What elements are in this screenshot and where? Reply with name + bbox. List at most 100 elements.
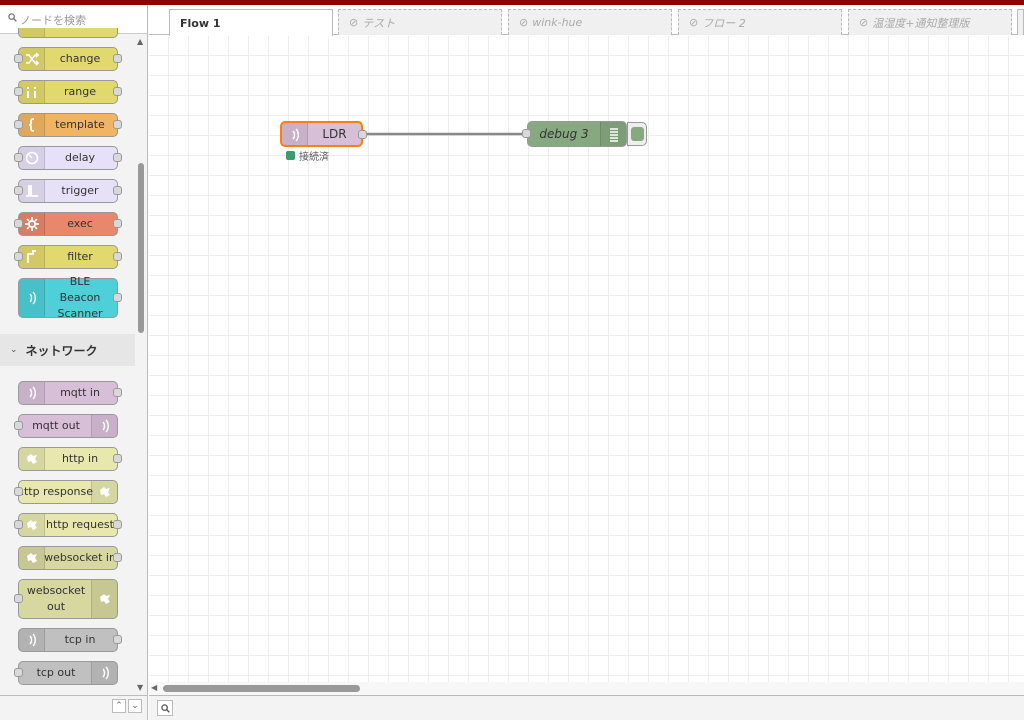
node-icon-box — [19, 514, 45, 536]
palette-node-websocket-out[interactable]: websocket out — [14, 579, 118, 619]
node-label: websocket out — [26, 584, 86, 613]
input-port — [14, 54, 23, 63]
tab-flow-2[interactable]: ⊘ フロー 2 — [678, 9, 842, 35]
scroll-up-arrow-icon[interactable]: ▲ — [137, 37, 144, 46]
output-port — [113, 186, 122, 195]
palette-node-http-request[interactable]: http request — [14, 513, 122, 537]
palette-node-template[interactable]: template — [14, 113, 122, 137]
palette-node-delay[interactable]: delay — [14, 146, 122, 170]
scroll-left-arrow-icon[interactable]: ◀ — [151, 683, 158, 692]
node-icon-box — [19, 180, 45, 202]
toggle-indicator — [631, 127, 644, 141]
input-port[interactable] — [522, 129, 531, 138]
input-port — [14, 668, 23, 677]
search-icon — [8, 13, 17, 22]
node-label: mqtt out — [32, 419, 80, 432]
output-port — [113, 454, 122, 463]
flow-node-ldr[interactable]: LDR — [280, 121, 367, 147]
disabled-icon: ⊘ — [519, 16, 529, 29]
node-label: mqtt in — [60, 386, 100, 399]
globe-icon — [27, 520, 37, 530]
input-port — [14, 219, 23, 228]
palette-footer: ⌃ ⌄ — [0, 695, 148, 720]
node-icon-box — [19, 547, 45, 569]
node-icon-box — [282, 123, 308, 145]
output-port — [113, 553, 122, 562]
status-dot-icon — [286, 151, 295, 160]
flow-workspace[interactable]: LDR 接続済 debug 3 — [149, 36, 1024, 682]
node-label: template — [55, 118, 105, 131]
palette-node-tcp-out[interactable]: tcp out — [14, 661, 118, 685]
workspace-hscroll: ◀ — [149, 682, 1024, 695]
palette-node-filter[interactable]: filter — [14, 245, 122, 269]
palette-node-trigger[interactable]: trigger — [14, 179, 122, 203]
node-label: http response — [16, 485, 94, 498]
search-input[interactable] — [20, 10, 140, 30]
status-text: 接続済 — [299, 152, 329, 163]
palette-node-partial[interactable] — [18, 28, 118, 38]
node-label: http in — [61, 452, 99, 465]
bridge-icon — [292, 128, 299, 142]
palette-node-http-response[interactable]: http response — [14, 480, 118, 504]
palette-node-websocket-in[interactable]: websocket in — [18, 546, 122, 570]
globe-icon — [27, 454, 37, 464]
globe-icon — [100, 594, 110, 604]
input-port — [14, 87, 23, 96]
node-icon-box — [600, 122, 626, 146]
pulse-icon — [26, 185, 38, 197]
bridge-icon — [29, 386, 36, 400]
scroll-down-arrow-icon[interactable]: ▼ — [137, 683, 144, 692]
chevron-down-icon: ⌄ — [10, 345, 18, 355]
node-icon-box — [91, 662, 117, 684]
tab-wink-hue[interactable]: ⊘ wink-hue — [508, 9, 672, 35]
node-status: 接続済 — [286, 148, 329, 163]
node-icon-box — [19, 629, 45, 651]
search-flows-button[interactable] — [157, 700, 173, 716]
tab-flow-1[interactable]: Flow 1 — [169, 9, 333, 36]
palette-scrollbar-thumb[interactable] — [138, 163, 144, 333]
node-icon-box — [19, 48, 45, 70]
debug-toggle-button[interactable] — [627, 122, 647, 146]
output-port — [113, 635, 122, 644]
globe-icon — [100, 487, 110, 497]
collapse-all-icon[interactable]: ⌃ — [112, 699, 126, 713]
input-port — [14, 153, 23, 162]
palette-node-http-in[interactable]: http in — [18, 447, 122, 471]
bridge-icon — [102, 666, 109, 680]
tab-label: 温湿度+通知整理版 — [872, 16, 970, 30]
node-label: BLE Beacon Scanner — [57, 275, 103, 320]
wire-layer — [363, 132, 527, 136]
palette-node-exec[interactable]: exec — [14, 212, 122, 236]
tab-test[interactable]: ⊘ テスト — [338, 9, 502, 35]
palette-node-range[interactable]: range — [14, 80, 122, 104]
tab-label: Flow 1 — [180, 16, 221, 30]
tab-label: テスト — [362, 16, 396, 30]
tab-temperature-humidity[interactable]: ⊘ 温湿度+通知整理版 — [848, 9, 1012, 35]
input-port — [14, 252, 23, 261]
node-icon-box — [91, 415, 117, 437]
globe-icon — [27, 553, 37, 563]
tab-partial[interactable] — [1017, 9, 1024, 35]
flow-node-debug-3[interactable]: debug 3 — [522, 121, 627, 147]
expand-all-icon[interactable]: ⌄ — [128, 699, 142, 713]
input-port — [14, 186, 23, 195]
output-port[interactable] — [358, 130, 367, 139]
wave-icon — [29, 291, 36, 305]
palette-node-tcp-in[interactable]: tcp in — [18, 628, 122, 652]
workspace-footer — [149, 695, 1024, 720]
tab-label: wink-hue — [532, 16, 583, 29]
output-port — [113, 219, 122, 228]
palette-node-change[interactable]: change — [14, 47, 122, 71]
cog-icon — [25, 217, 39, 231]
palette-node-ble-beacon-scanner[interactable]: BLE Beacon Scanner — [18, 275, 122, 320]
disabled-icon: ⊘ — [859, 16, 869, 29]
node-label: change — [59, 52, 101, 65]
hscroll-thumb[interactable] — [163, 685, 360, 692]
output-port — [113, 54, 122, 63]
category-header-network[interactable]: ⌄ ネットワーク — [0, 334, 135, 366]
node-icon-box — [19, 213, 45, 235]
palette-node-mqtt-in[interactable]: mqtt in — [18, 381, 122, 405]
palette-node-mqtt-out[interactable]: mqtt out — [14, 414, 118, 438]
node-label: range — [64, 85, 96, 98]
workspace-tabs: Flow 1 ⊘ テスト ⊘ wink-hue ⊘ フロー 2 ⊘ 温湿度+通知… — [149, 5, 1024, 36]
